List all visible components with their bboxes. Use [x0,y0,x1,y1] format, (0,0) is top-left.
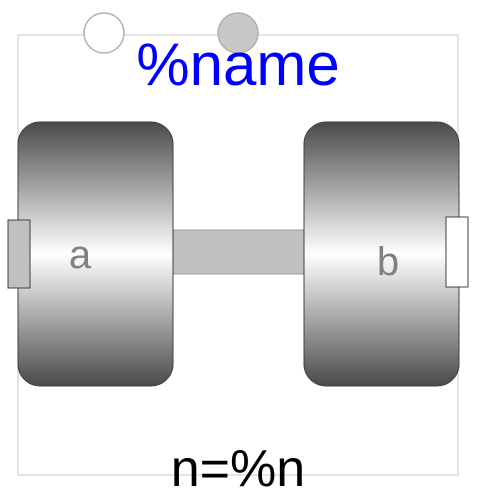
wheel-b-label: b [377,240,399,284]
parameter-label: n=%n [171,440,305,495]
flange-a[interactable] [7,219,31,289]
wheel-a-label: a [69,233,92,277]
component-name-label: %name [136,31,339,98]
shaft [169,229,307,275]
wheel-a [17,121,174,387]
circle-outline-icon[interactable] [83,12,125,54]
flange-b[interactable] [445,216,469,288]
circle-filled-icon[interactable] [217,12,259,54]
